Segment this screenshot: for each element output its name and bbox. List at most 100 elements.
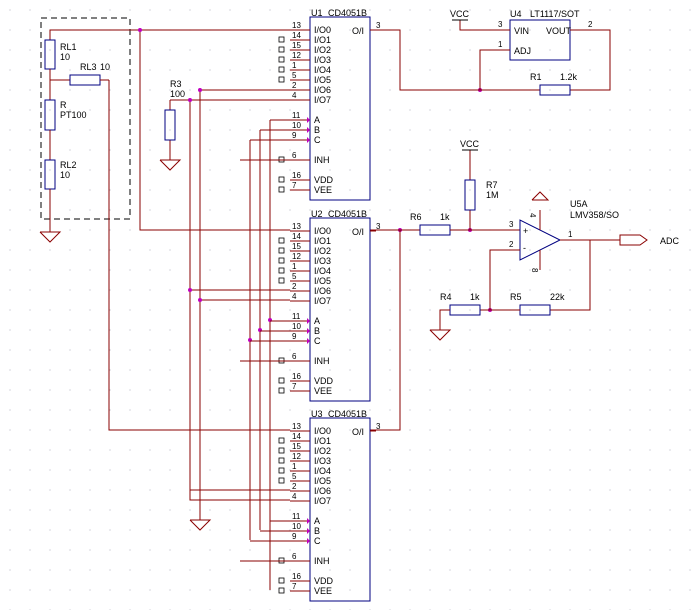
mux-pin-name: C [314, 135, 321, 145]
no-connect-marker [278, 437, 285, 444]
r6-ref: R6 [410, 212, 422, 222]
u5a-pin3: 3 [509, 220, 514, 229]
wire-vcc1 [459, 20, 510, 31]
r7-ref: R7 [486, 180, 498, 190]
opamp-top-ground [531, 191, 550, 201]
mux-pin-name: I/O0 [314, 426, 331, 436]
mux-pin-number: 9 [292, 532, 297, 541]
mux-pin-name: A [314, 516, 320, 526]
no-connect-marker [278, 247, 285, 254]
rl1-resistor[interactable]: RL1 10 [44, 32, 77, 100]
mux-pin-number: 12 [292, 452, 301, 461]
mux-pin-number: 11 [292, 512, 301, 521]
mux-pin-number: 16 [292, 572, 301, 581]
pt100-resistor[interactable]: R PT100 [44, 99, 87, 160]
no-connect-marker [278, 76, 285, 83]
r3-resistor[interactable]: R3 100 [164, 79, 185, 141]
wire-u4-vout [570, 29, 611, 91]
rl1-value: 10 [60, 52, 70, 62]
wire-io7-bus [189, 100, 290, 501]
mux-pin-number: 16 [292, 171, 301, 180]
mux-pin-name: B [314, 125, 320, 135]
mux-ref: U3 [311, 409, 323, 419]
u4-type: LT1117/SOT [530, 9, 580, 19]
r6-value: 1k [440, 212, 450, 222]
mux-pin-name: I/O7 [314, 496, 331, 506]
rl3-resistor[interactable]: RL3 10 [50, 62, 110, 86]
r1-resistor[interactable]: R1 1.2k [530, 72, 578, 96]
u4-ref: U4 [510, 9, 522, 19]
r4-ground-symbol [429, 329, 452, 341]
r7-resistor[interactable]: R7 1M [464, 179, 499, 211]
mux-pin-name: I/O1 [314, 436, 331, 446]
u4-vin-label: VIN [514, 26, 529, 36]
mux-pin-number: 4 [292, 492, 297, 501]
r4-ref: R4 [440, 292, 452, 302]
no-connect-marker [278, 477, 285, 484]
mux-pin-name: I/O5 [314, 476, 331, 486]
no-connect-marker [278, 277, 285, 284]
mux-pin-name: I/O6 [314, 486, 331, 496]
mux-pin-number: 15 [292, 41, 301, 50]
mux-pin-number: 2 [292, 282, 297, 291]
wire-u1-out [370, 29, 540, 91]
mux-pin-number: 16 [292, 372, 301, 381]
rl2-resistor[interactable]: RL2 10 [44, 159, 77, 230]
mux-pin-name: I/O7 [314, 95, 331, 105]
no-connect-marker [278, 176, 285, 183]
mux-type: CD4051B [328, 209, 367, 219]
r5-value: 22k [550, 292, 565, 302]
mux-pin-number: 9 [292, 131, 297, 140]
u5a-pin2: 2 [509, 240, 514, 249]
mux-pin-name: C [314, 536, 321, 546]
r4-value: 1k [470, 292, 480, 302]
u4-regulator[interactable]: U4 LT1117/SOT VIN ADJ VOUT 3 1 2 [498, 9, 593, 61]
mux-pin-name: I/O7 [314, 296, 331, 306]
pt100-value: PT100 [60, 110, 87, 120]
mux-out-pin: 3 [376, 21, 381, 30]
r5-ref: R5 [510, 292, 522, 302]
input-arrow [307, 318, 310, 324]
mux-pin-name: I/O2 [314, 446, 331, 456]
mux-pin-name: I/O4 [314, 266, 331, 276]
r3-ground-symbol [159, 159, 182, 171]
mux-pin-name: VDD [314, 576, 334, 586]
input-arrow [307, 528, 310, 534]
mux-pin-name: VEE [314, 185, 332, 195]
rail-ground-symbol [189, 519, 212, 531]
mux-pin-number: 12 [292, 51, 301, 60]
wire-u3-out [370, 230, 401, 431]
mux-type: CD4051B [328, 8, 367, 18]
mux-pin-name: I/O5 [314, 276, 331, 286]
mux-pin-number: 13 [292, 222, 301, 231]
r3-ref: R3 [170, 79, 182, 89]
mux-pin-name: VEE [314, 386, 332, 396]
mux-pin-number: 10 [292, 121, 301, 130]
no-connect-marker [278, 387, 285, 394]
mux-pin-number: 13 [292, 422, 301, 431]
mux-pin-number: 5 [292, 71, 297, 80]
wire-rl3-to-u3 [108, 80, 290, 431]
u5a-opamp[interactable]: + - 3 2 1 4 8 U5A LMV358/SO [509, 199, 619, 273]
u5a-minus: - [523, 243, 526, 253]
no-connect-marker [278, 377, 285, 384]
pt100-ref: R [60, 100, 67, 110]
rl2-ref: RL2 [60, 160, 77, 170]
mux-pin-name: VDD [314, 175, 334, 185]
adc-port[interactable]: ADC [619, 234, 680, 246]
mux-pin-number: 5 [292, 472, 297, 481]
wire-u4-adj [479, 49, 510, 90]
mux-pin-name: I/O2 [314, 246, 331, 256]
mux-pin-name: B [314, 526, 320, 536]
junction-dots [138, 28, 492, 342]
u4-pin1: 1 [498, 40, 503, 49]
wire-u1-to-u2 [139, 30, 290, 231]
u5a-ref: U5A [570, 199, 588, 209]
u5a-type: LMV358/SO [570, 210, 619, 220]
mux-pin-number: 6 [292, 352, 297, 361]
